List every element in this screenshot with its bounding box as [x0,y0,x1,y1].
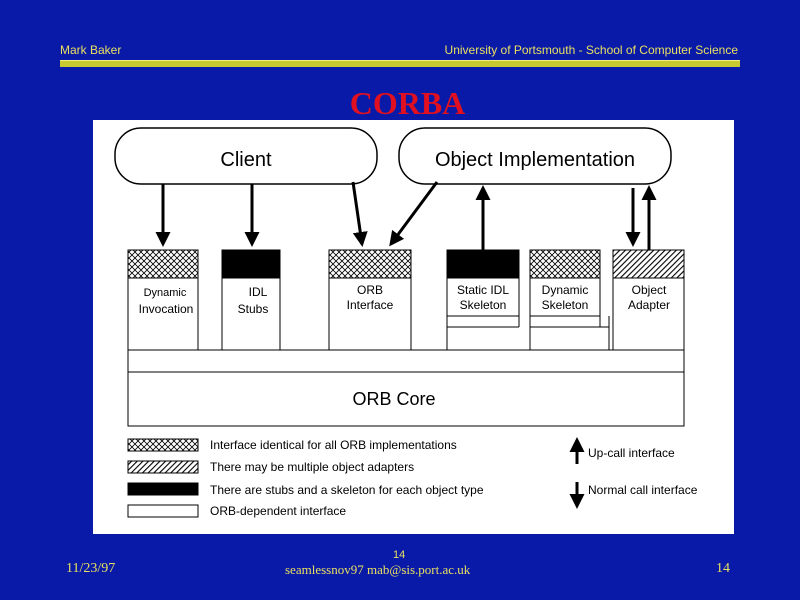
upcall-label: Up-call interface [588,446,675,460]
static-idl-skeleton-label-2: Skeleton [460,298,507,312]
call-arrows [155,181,657,250]
normal-call-label: Normal call interface [588,483,698,497]
client-box: Client [114,127,378,185]
orb-interface-label-2: Interface [347,298,394,312]
legend-entry-2: There may be multiple object adapters [210,460,414,474]
legend-entry-4: ORB-dependent interface [210,504,346,518]
corba-architecture-diagram: Client Object Implementation Dynamic Inv… [93,120,734,534]
object-adapter-box: Object Adapter [612,249,685,351]
dynamic-invocation-label-1: Dynamic [144,287,187,299]
footer-date: 11/23/97 [66,561,116,576]
legend-entry-1: Interface identical for all ORB implemen… [210,438,457,452]
dynamic-skeleton-box: Dynamic Skeleton [529,249,609,328]
dynamic-skeleton-label-1: Dynamic [542,283,589,297]
object-implementation-label: Object Implementation [435,149,635,171]
skeleton-connectors [446,316,610,350]
institution-name: University of Portsmouth - School of Com… [444,43,738,57]
dynamic-invocation-label-2: Invocation [139,302,194,316]
legend: Interface identical for all ORB implemen… [127,438,484,518]
footer-email: seamlessnov97 mab@sis.port.ac.uk [285,562,471,577]
dynamic-skeleton-label-2: Skeleton [542,298,589,312]
footer-small-number: 14 [393,549,406,561]
static-idl-skeleton-box: Static IDL Skeleton [446,249,520,328]
orb-core-box: ORB Core [127,349,685,427]
object-adapter-label-2: Adapter [628,298,670,312]
author-name: Mark Baker [60,43,122,57]
legend-entry-3: There are stubs and a skeleton for each … [210,483,484,497]
static-idl-skeleton-label-1: Static IDL [457,283,509,297]
footer-page-number: 14 [716,561,730,576]
idl-stubs-label-1: IDL [249,285,268,299]
orb-interface-box: ORB Interface [328,249,412,351]
idl-stubs-label-2: Stubs [238,302,269,316]
object-implementation-box: Object Implementation [398,127,672,185]
arrow-key: Up-call interface Normal call interface [569,437,698,509]
orb-core-label: ORB Core [352,389,435,409]
header-rule [60,60,740,67]
dynamic-invocation-box: Dynamic Invocation [127,249,199,351]
object-adapter-label-1: Object [632,283,667,297]
slide-title: CORBA [349,85,466,121]
client-label: Client [220,149,272,171]
orb-interface-label-1: ORB [357,283,383,297]
idl-stubs-box: IDL Stubs [221,249,281,351]
